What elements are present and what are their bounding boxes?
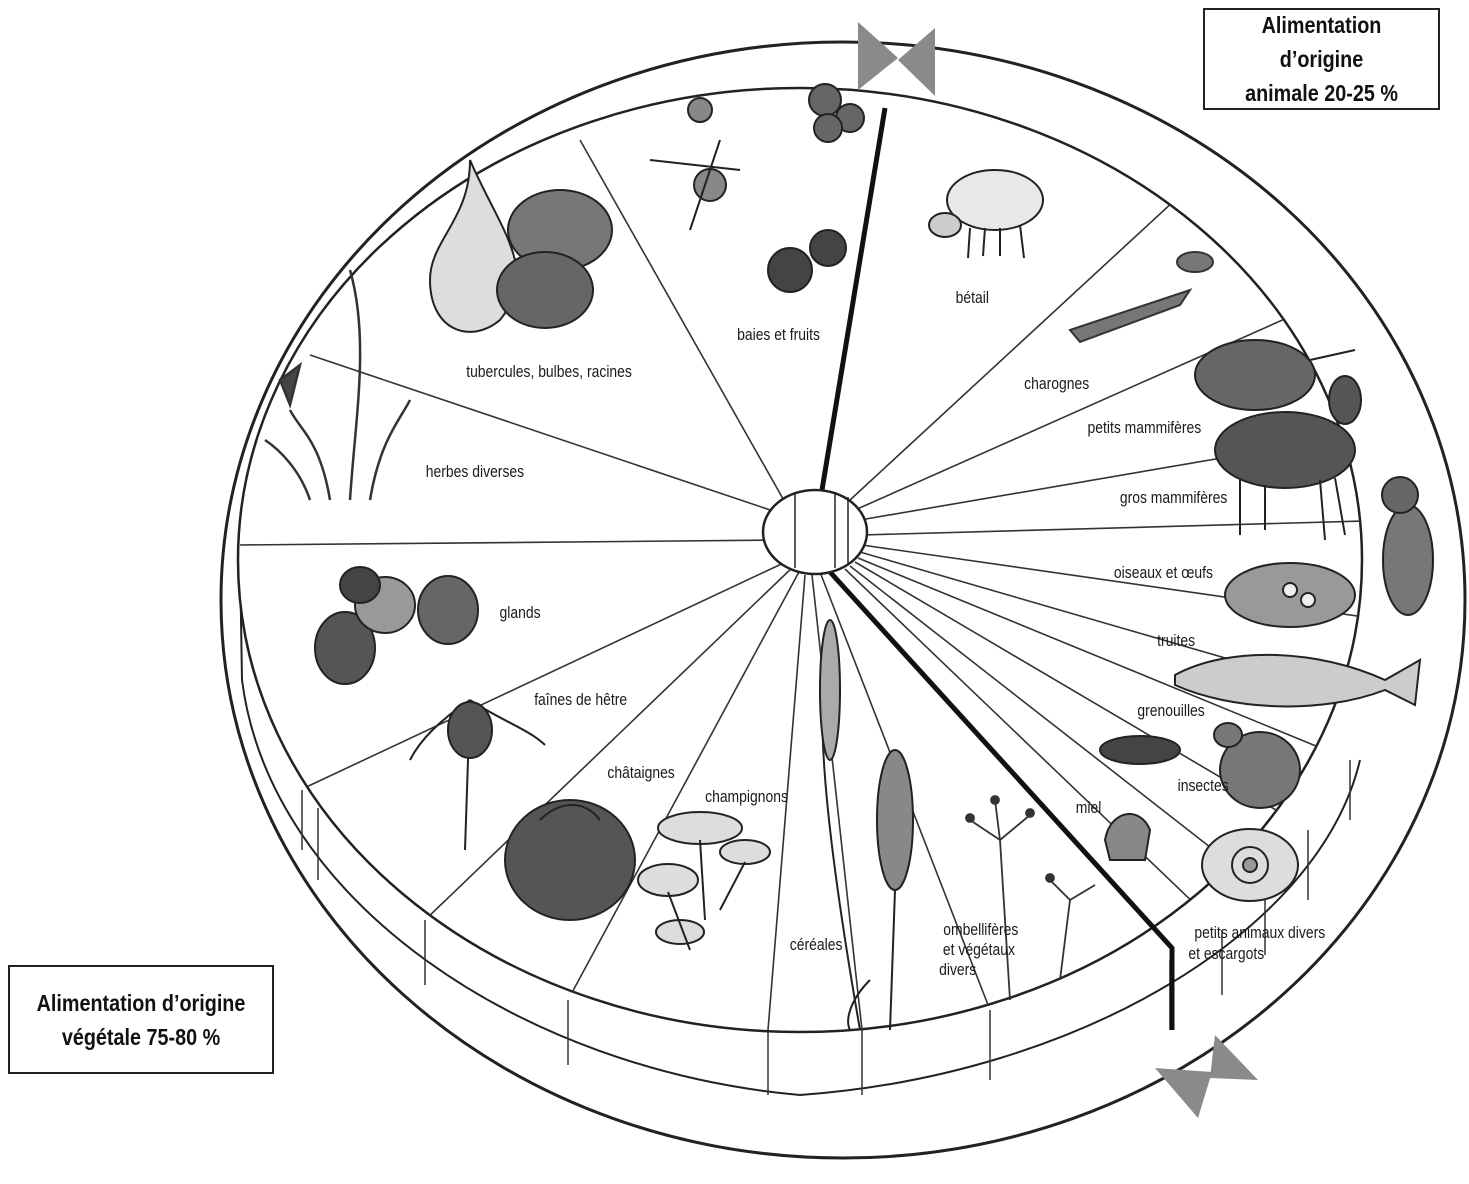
label-petits-mammiferes: petits mammifères	[1088, 419, 1202, 438]
label-petits-animaux-2: et escargots	[1188, 945, 1264, 964]
label-charognes: charognes	[1024, 375, 1089, 394]
hub	[763, 490, 867, 574]
label-cereales: céréales	[790, 936, 843, 955]
label-herbes: herbes diverses	[426, 463, 525, 482]
trout-icon	[1175, 655, 1420, 707]
label-glands: glands	[500, 604, 541, 623]
chestnut-icon	[505, 800, 635, 920]
label-champignons: champignons	[705, 788, 788, 807]
label-gros-mammiferes: gros mammifères	[1120, 489, 1228, 508]
vegetal-origin-box: Alimentation d’origine végétale 75-80 %	[8, 965, 274, 1074]
insect-icon	[1100, 736, 1180, 764]
label-ombelliferes-1: ombellifères	[943, 921, 1018, 940]
vegetal-origin-line1: Alimentation d’origine	[28, 986, 253, 1020]
label-betail: bétail	[956, 289, 989, 308]
vegetal-origin-line2: végétale 75-80 %	[28, 1020, 253, 1054]
label-chataignes: châtaignes	[607, 764, 675, 783]
snail-icon	[1202, 829, 1298, 901]
label-petits-animaux-1: petits animaux divers	[1194, 924, 1325, 943]
label-grenouilles: grenouilles	[1137, 702, 1205, 721]
label-ombelliferes-3: divers	[939, 961, 976, 980]
label-oiseaux: oiseaux et œufs	[1114, 564, 1213, 583]
animal-origin-box: Alimentation d’origine animale 20-25 %	[1203, 8, 1440, 110]
label-baies-fruits: baies et fruits	[737, 326, 820, 345]
label-tubercules: tubercules, bulbes, racines	[466, 363, 632, 382]
label-truites: truites	[1157, 632, 1195, 651]
label-faines: faînes de hêtre	[534, 691, 627, 710]
label-ombelliferes-2: et végétaux	[943, 941, 1015, 960]
bottom-arrow-icon	[1155, 1035, 1258, 1118]
label-miel: miel	[1076, 799, 1102, 818]
animal-origin-line2: animale 20-25 %	[1221, 76, 1421, 110]
animal-origin-line1: Alimentation d’origine	[1221, 8, 1421, 76]
label-insectes: insectes	[1178, 777, 1229, 796]
top-arrow-icon	[858, 22, 935, 96]
